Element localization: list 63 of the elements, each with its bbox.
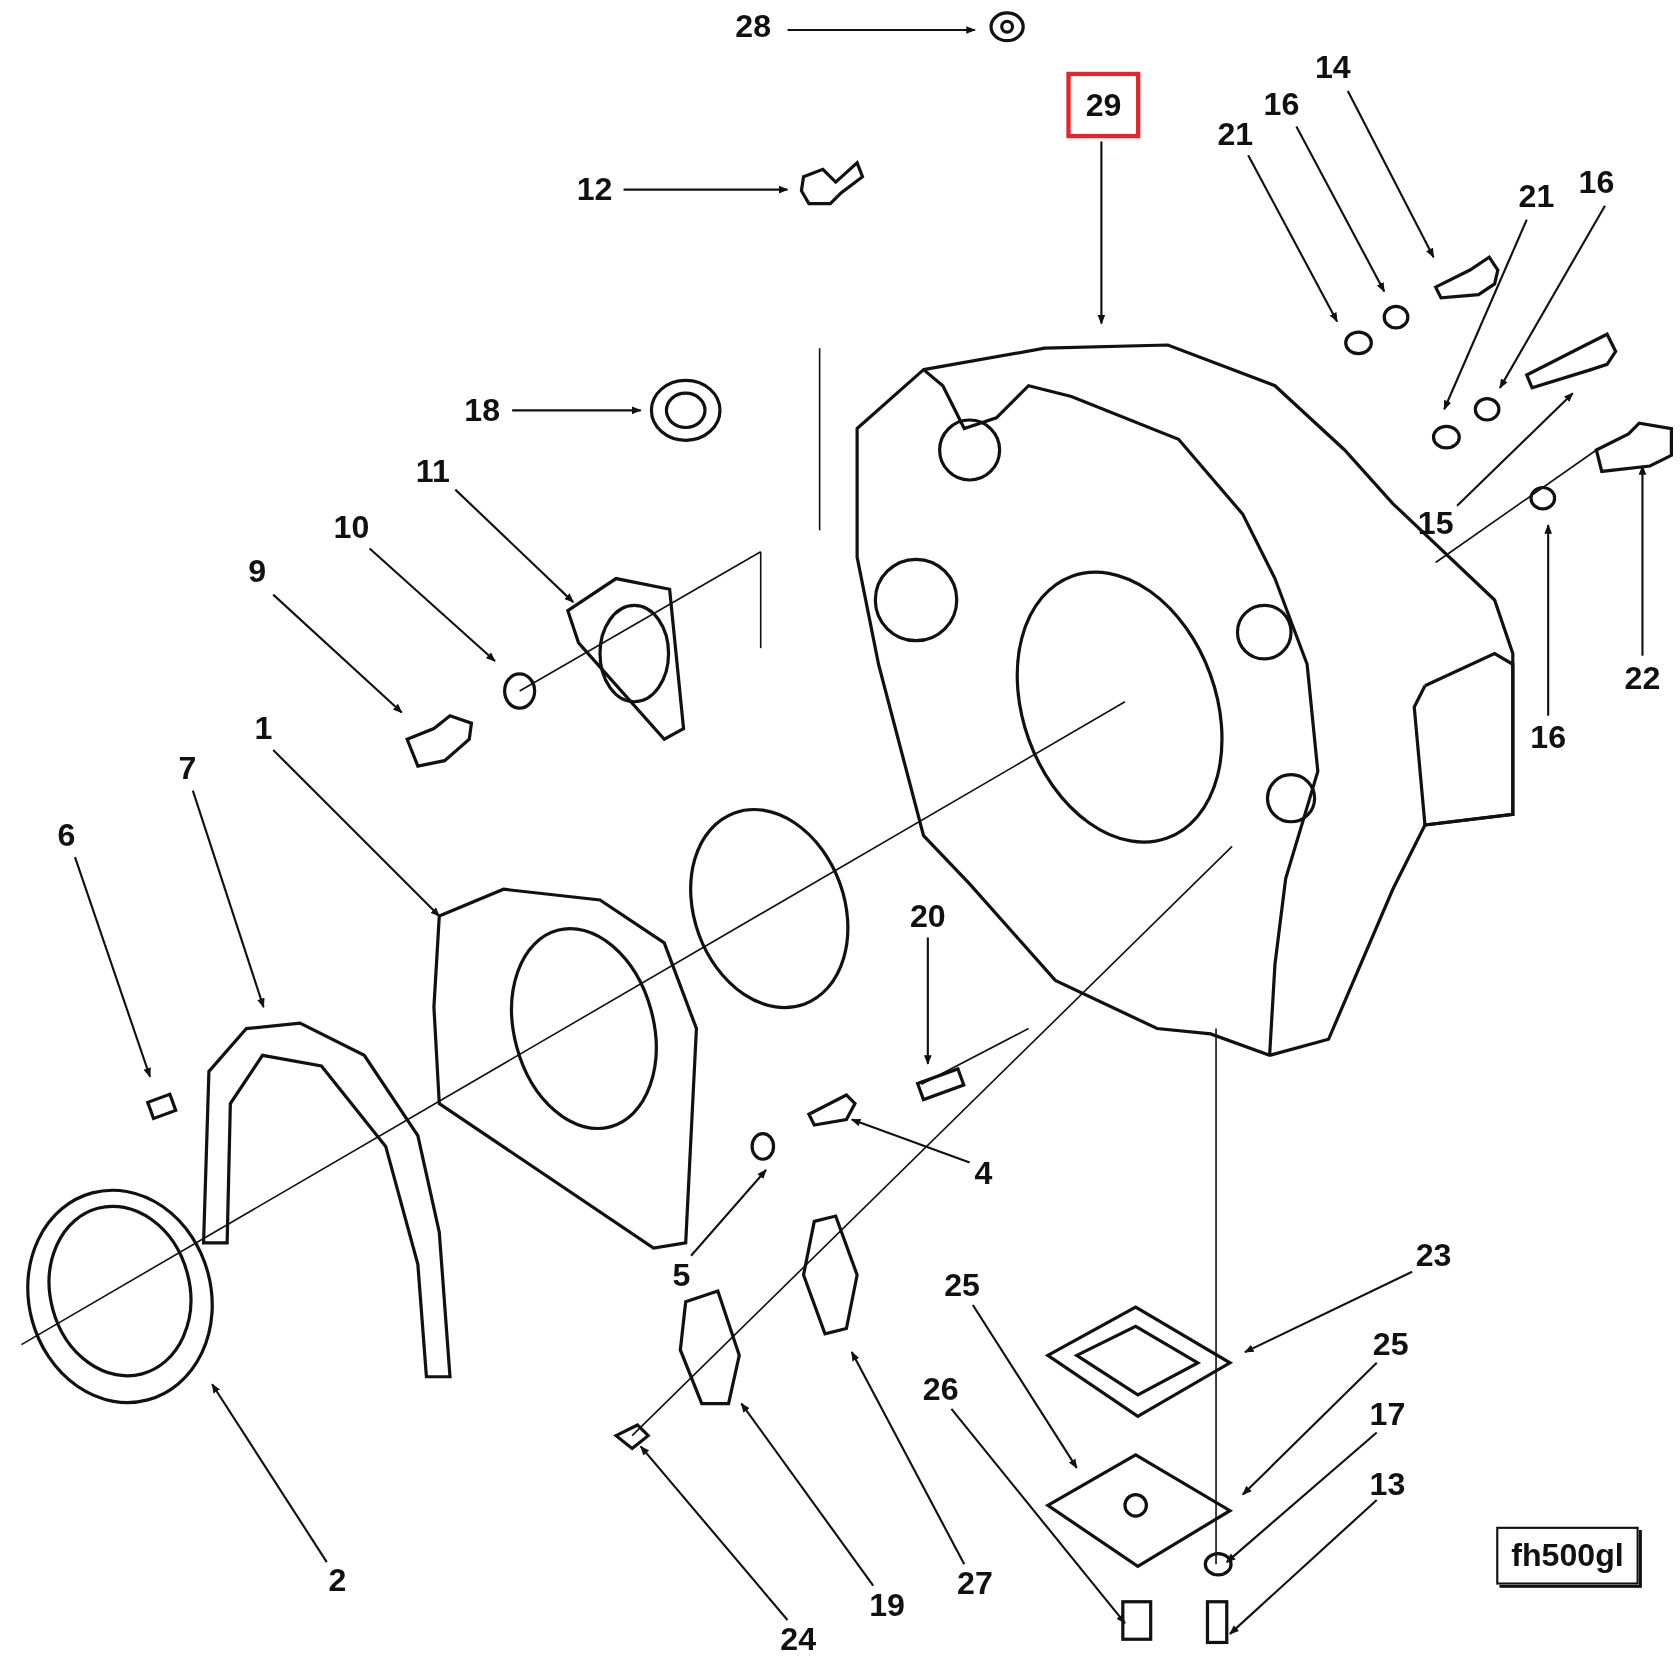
leader-line [690,1169,767,1257]
leader-line [1638,465,1647,656]
callout-number: 10 [333,511,370,544]
leader-line [1499,205,1606,389]
callout-number: 11 [415,455,450,488]
callout-number: 21 [1518,180,1555,213]
callout-number: 13 [1369,1467,1406,1500]
leader-line [623,185,789,194]
leader-line [924,937,932,1065]
leader-line [787,26,976,34]
callout-number: 15 [1417,506,1454,539]
leader-line [1443,219,1528,411]
callout-number: 21 [1217,117,1254,150]
callout-number: 18 [464,394,500,427]
callout-number: 26 [922,1373,959,1406]
leader-line [740,1402,875,1587]
callout-number: 16 [1530,721,1567,754]
callout-number: 27 [957,1567,993,1600]
leader-line [272,593,403,714]
leader-line [1295,125,1386,293]
leader-line [1247,154,1339,323]
callout-number: 16 [1263,87,1300,120]
callout-number: 25 [944,1269,980,1302]
callout-number: 14 [1314,51,1351,84]
callout-number: 12 [576,173,613,206]
leader-line [950,1408,1126,1624]
highlighted-callout-number: 29 [1066,71,1141,139]
callout-number: 19 [869,1588,905,1622]
leader-line [639,1445,789,1621]
callout-number: 20 [909,900,946,933]
callout-number: 28 [735,10,772,43]
callout-number: 16 [1578,166,1615,199]
leader-line [74,856,151,1078]
leader-line [1456,392,1574,507]
callout-number: 22 [1624,662,1661,695]
leader-line [1346,90,1435,258]
callout-number: 25 [1372,1328,1409,1361]
leader-line [971,1304,1078,1469]
leader-line [191,790,265,1009]
callout-number: 24 [780,1623,817,1656]
callout-number: 7 [178,752,197,785]
callout-number: 1 [254,712,273,745]
drawing-code: fh500gl [1496,1526,1639,1585]
leader-line [1229,1499,1378,1635]
leader-line [368,547,496,662]
callout-number: 9 [248,555,267,588]
leader-line [272,749,441,917]
leader-line [1244,1270,1413,1354]
callout-number: 4 [974,1157,993,1190]
callout-number: 2 [328,1564,347,1597]
leader-line [850,1351,966,1565]
leader-line [1544,524,1553,716]
leader-line [454,488,574,603]
leader-line [850,1118,970,1164]
callout-number: 6 [57,819,76,852]
callout-number: 17 [1369,1398,1406,1431]
leader-line [1242,1362,1378,1496]
leader-line [1226,1431,1378,1563]
leader-line [512,406,642,415]
leader-line [1097,141,1106,325]
callout-number: 5 [672,1258,691,1292]
callout-number: 23 [1415,1239,1452,1272]
leader-line [211,1383,328,1563]
